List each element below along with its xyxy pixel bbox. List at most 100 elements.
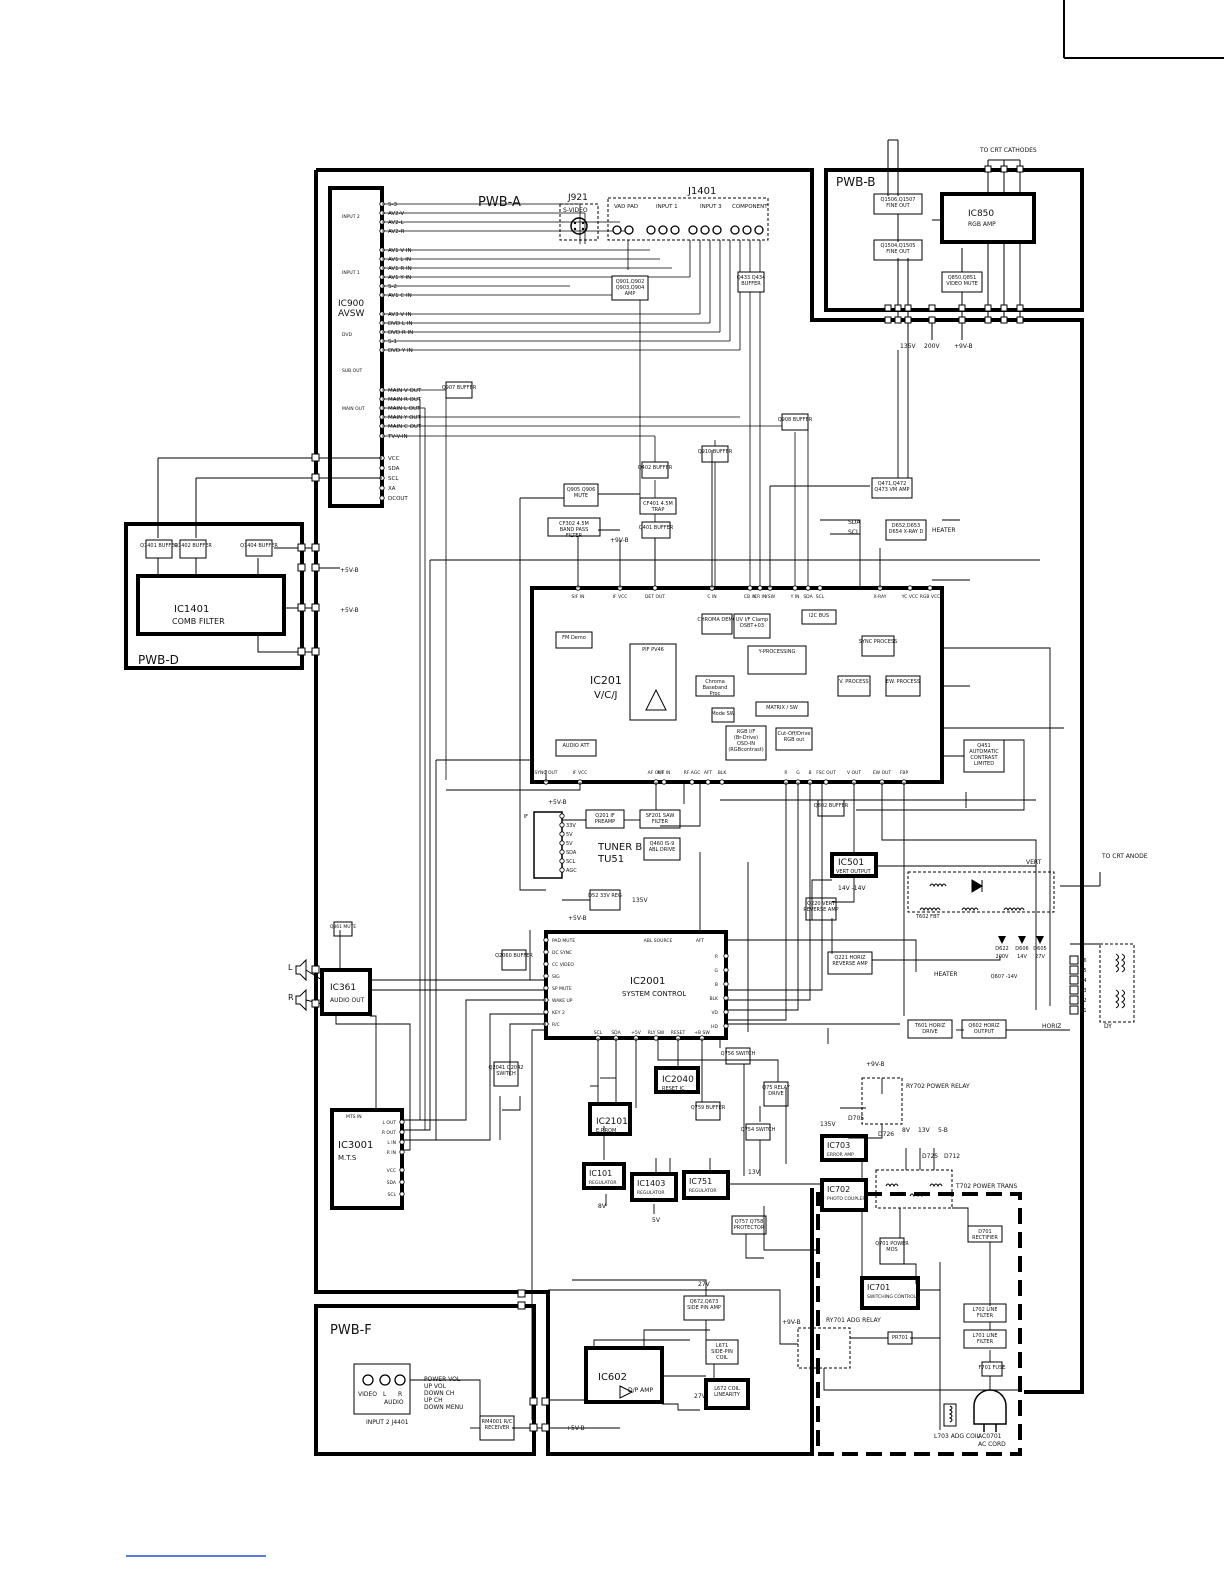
ic850-name: IC850 [968,209,994,219]
ic900-pin-label: DVD Y IN [388,348,413,354]
ic3001-pin-node [399,1179,405,1185]
ic2001-bottom-pin: SDA [611,1030,621,1036]
buffer-block [611,275,649,301]
ic2001-left-pin: SP MUTE [552,986,572,992]
ic900-pin-label: AV2-V [388,211,404,217]
power-ic-name: IC703 [827,1141,850,1150]
ic201-bottom-node [661,779,667,785]
buffer-block-label: Q1404 BUFFER [240,543,278,549]
power-5v-out: 5V [652,1217,661,1224]
ic361-block: IC361 AUDIO OUT L R [288,958,372,1016]
ry701-label: RY701 ADG RELAY [826,1317,881,1324]
tuner-pin-node [559,867,565,873]
ic602-amp-symbol [619,1385,634,1399]
tuner-pin-node [559,849,565,855]
ic201-top-pin: X-RAY [874,594,887,600]
ic2001-left-pin: CC VIDEO [552,962,574,968]
ic201-sub: V/C/J [594,690,618,701]
ic2040-sub: RESET IC [662,1086,685,1092]
ic2001-left-pin: DC SYNC [552,950,572,956]
jack-r-label: R [398,1391,402,1398]
buffer-block [641,461,669,479]
jack-in3-v [688,225,698,235]
ic201-top-pin: SCL [816,594,825,600]
ic201-top-pin: YC VCC [901,594,918,600]
v9b-label: +9V-B [610,537,629,544]
ic900-pin-label: MAIN Y OUT [388,415,421,421]
ic3001-pin-label: R IN [387,1150,396,1156]
buffer-block [871,477,913,499]
ic201-bottom-pin: V OUT [847,770,861,776]
power-ic-name: IC701 [867,1283,890,1292]
power-block-label: PR701 [892,1335,908,1341]
ic2001-right-node [723,995,729,1001]
fbt-output-label: 200V [996,954,1010,960]
jack-audio-l [379,1374,391,1386]
jack-in1-l [658,225,668,235]
buffer-block [445,381,473,399]
ic2001-bottom-pin: RLY SW [648,1030,665,1036]
ic201-name: IC201 [590,674,622,687]
power-block [731,1215,767,1235]
power-ic-box [630,1172,678,1202]
ic201-inner-block [885,675,921,697]
ry701-box [797,1327,851,1369]
ic201-inner-block [733,613,771,639]
ic201-inner-label: Q802 BUFFER [814,803,849,809]
deflection-block [961,1019,1007,1039]
ic201-inner-block [801,609,837,625]
power-ic-box [820,1134,868,1162]
ic201-bottom-pin: AFT [704,770,713,776]
buffer-block [639,497,677,515]
ic900-name: IC900 [338,299,364,309]
ic2001-right-pin: R [715,954,718,960]
buffer-block [563,483,599,507]
power-ic-sub: ERROR AMP [827,1152,854,1158]
d606-label: D606 [1015,946,1028,952]
ic900-pin-label: MAIN V OUT [388,388,422,394]
ac701-label: AC0701 [978,1433,1002,1440]
pwb-b-label: PWB-B [836,175,875,189]
t702-label: T702 POWER TRANS [955,1183,1017,1190]
ic2001-left-pin: KEY 2 [552,1010,565,1016]
ic201-inner-block [861,635,895,657]
pwb-a-outline [314,168,1084,1456]
deflection-section: IC501 VERT OUTPUT 14V -14V TO CRT ANODE … [830,852,1148,1030]
deflection-block [827,951,873,975]
vert-label: VERT [1026,859,1042,866]
power-ic-name: IC101 [589,1169,612,1178]
ic3001-pin-label: VCC [387,1168,396,1174]
ic900-group-label: INPUT 1 [342,270,360,276]
ic201-inner-label: CHROMA DEMO [697,617,736,623]
power-ic-sub: SWITCHING CONTROL [867,1294,917,1300]
dy-box [1099,943,1135,1023]
speaker-left-label: L [288,963,293,972]
ic900-pin-label: AV1 R IN [388,266,412,272]
d726-label: D726 [878,1131,894,1138]
pwb-f-label: PWB-F [330,1323,372,1338]
sda-label: SDA [848,519,861,526]
ic3001-pin-label: L IN [387,1140,396,1146]
ic201-inner-block [775,727,813,751]
power-block [705,1339,739,1365]
ic201-inner-block [555,739,597,757]
power-ic-sub: PHOTO COUPLER [827,1196,866,1202]
ic602-box [584,1346,664,1404]
rail-9vb-label: +9V-B [954,343,973,350]
